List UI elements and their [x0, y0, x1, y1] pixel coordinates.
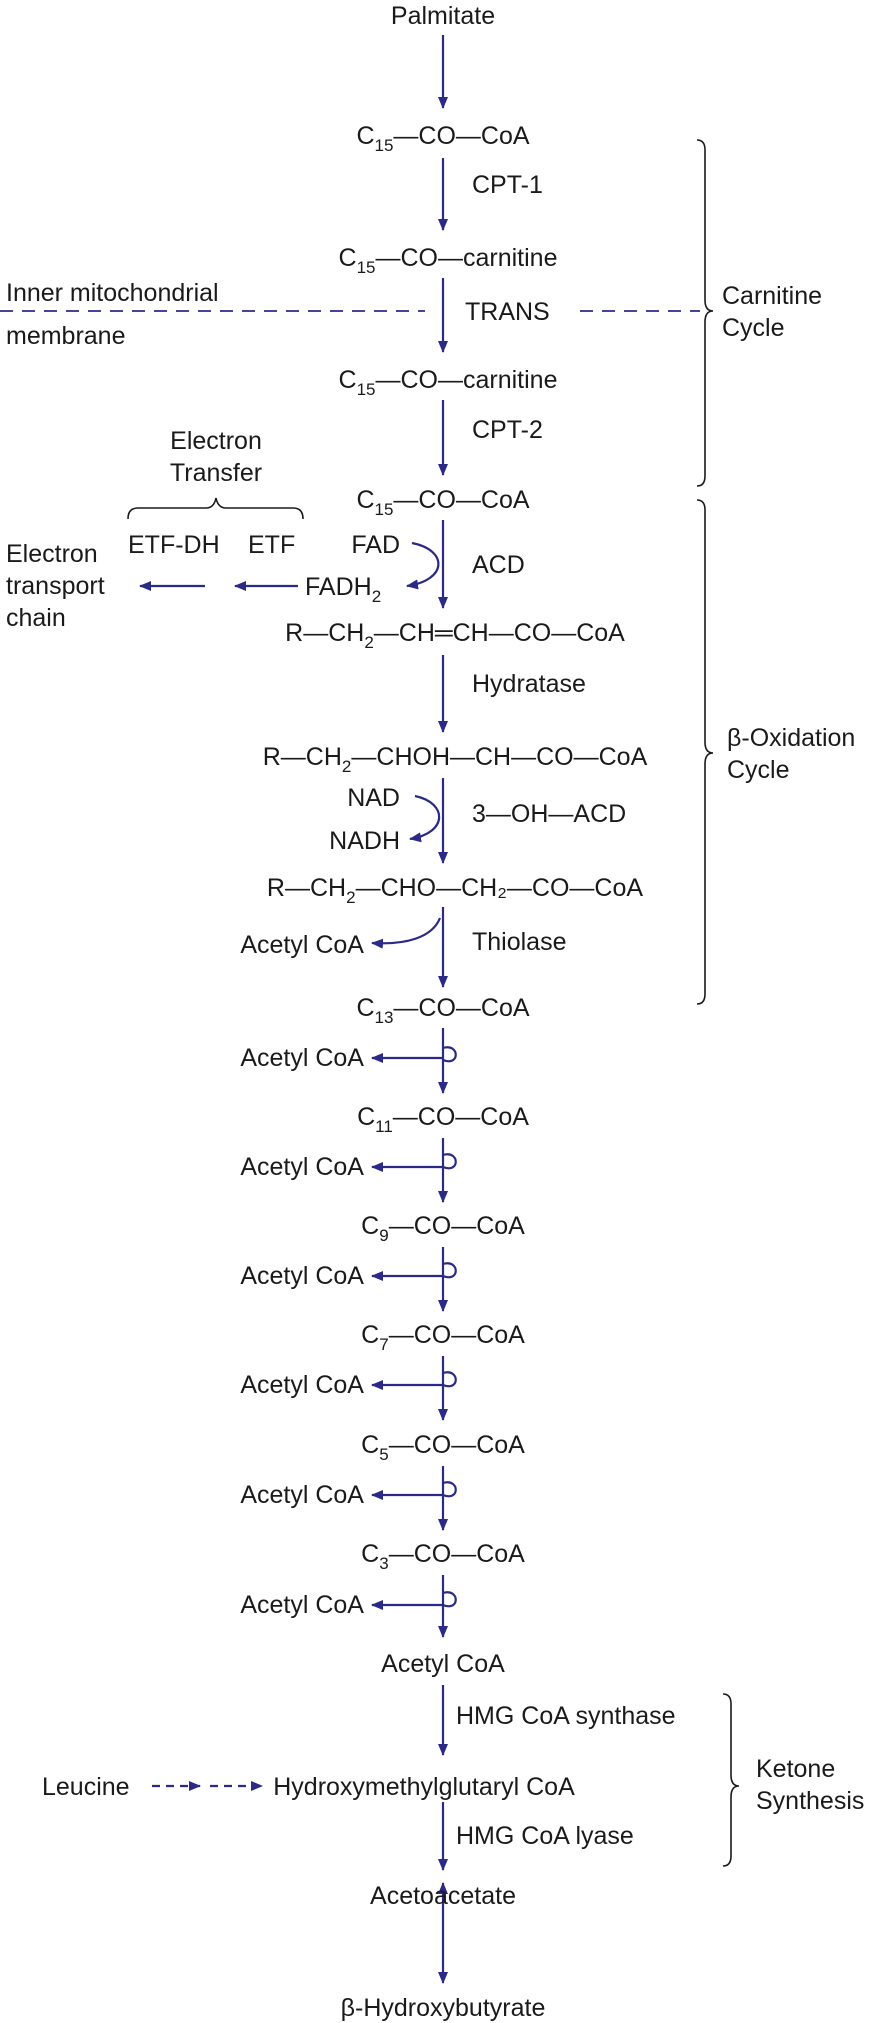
cofactor-nad: NAD — [347, 784, 400, 812]
arrow-fad-to-fadh2 — [406, 541, 440, 590]
cofactor-fad: FAD — [351, 531, 400, 559]
acetyl-coa-branch-5: Acetyl CoA — [240, 1371, 364, 1399]
compound-palmitate: Palmitate — [391, 2, 495, 30]
acetyl-coa-branch-2: Acetyl CoA — [240, 1044, 364, 1072]
spiral-c13 — [371, 1028, 457, 1094]
membrane-label-2: membrane — [6, 322, 126, 350]
spiral-c5 — [371, 1466, 457, 1531]
cofactor-fadh2: FADH2 — [305, 573, 381, 606]
cofactor-nadh: NADH — [329, 827, 400, 855]
acetyl-coa-branch-6: Acetyl CoA — [240, 1481, 364, 1509]
compound-enoyl-coa: R—CH2—CH═CH—CO—CoA — [285, 619, 625, 652]
compound-acetoacetate: Acetoacetate — [370, 1882, 516, 1910]
compound-c9-coa: C9—CO—CoA — [361, 1212, 525, 1245]
enzyme-3oh-acd: 3—OH—ACD — [472, 800, 626, 828]
beta-oxidation-bracket — [696, 499, 714, 1005]
leucine-label: Leucine — [42, 1773, 130, 1801]
enzyme-trans: TRANS — [465, 298, 550, 326]
compound-hmg-coa: Hydroxymethylglutaryl CoA — [273, 1773, 575, 1801]
compound-c11-coa: C11—CO—CoA — [357, 1103, 529, 1136]
compound-c7-coa: C7—CO—CoA — [361, 1321, 525, 1354]
compound-c5-coa: C5—CO—CoA — [361, 1431, 525, 1464]
compound-ketoacyl-coa: R—CH2—CHO—CH₂—CO—CoA — [267, 874, 643, 907]
compound-acetyl-coa-final: Acetyl CoA — [381, 1650, 505, 1678]
compound-c3-coa: C3—CO—CoA — [361, 1540, 525, 1573]
electron-transfer-title-1: Electron — [170, 427, 262, 455]
etf-dh-label: ETF-DH — [128, 531, 220, 559]
enzyme-acd: ACD — [472, 551, 525, 579]
electron-transfer-title-2: Transfer — [170, 459, 262, 487]
carnitine-cycle-label-1: Carnitine — [722, 282, 822, 310]
electron-transport-line-2: transport — [6, 572, 105, 600]
enzyme-hydratase: Hydratase — [472, 670, 586, 698]
electron-transfer-brace — [127, 497, 304, 520]
brackets — [127, 139, 740, 1867]
ketone-synthesis-bracket — [722, 1693, 740, 1867]
beta-oxidation-label-1: β-Oxidation — [727, 724, 855, 752]
ketone-synthesis-label-2: Synthesis — [756, 1787, 864, 1815]
spiral-c11 — [371, 1138, 457, 1203]
enzyme-hmg-synthase: HMG CoA synthase — [456, 1702, 676, 1730]
electron-transport-line-3: chain — [6, 604, 66, 632]
spiral-c9 — [371, 1247, 457, 1312]
spiral-c7 — [371, 1356, 457, 1421]
etf-label: ETF — [248, 531, 295, 559]
arrow-thiolase-acetyl-coa — [371, 917, 442, 949]
compound-c15-coa-2: C15—CO—CoA — [356, 486, 529, 519]
acetyl-coa-branch-4: Acetyl CoA — [240, 1262, 364, 1290]
compound-c15-carn-2: C15—CO—carnitine — [339, 366, 558, 399]
carnitine-cycle-bracket — [696, 139, 714, 487]
pathway-arrows — [139, 35, 457, 1984]
beta-oxidation-label-2: Cycle — [727, 756, 790, 784]
enzyme-hmg-lyase: HMG CoA lyase — [456, 1822, 634, 1850]
electron-transport-line-1: Electron — [6, 540, 98, 568]
enzyme-cpt1: CPT-1 — [472, 171, 543, 199]
compound-c15-coa-1: C15—CO—CoA — [356, 122, 529, 155]
membrane-label-1: Inner mitochondrial — [6, 279, 219, 307]
compound-c13-coa: C13—CO—CoA — [356, 994, 529, 1027]
carnitine-cycle-label-2: Cycle — [722, 314, 785, 342]
ketone-synthesis-label-1: Ketone — [756, 1755, 835, 1783]
acetyl-coa-branch-7: Acetyl CoA — [240, 1591, 364, 1619]
compound-c15-carn-1: C15—CO—carnitine — [339, 244, 558, 277]
compound-hydroxyacyl-coa: R—CH2—CHOH—CH—CO—CoA — [263, 743, 648, 776]
arrow-nad-to-nadh — [409, 794, 441, 843]
enzyme-cpt2: CPT-2 — [472, 416, 543, 444]
spiral-c3 — [371, 1575, 457, 1638]
enzyme-thiolase: Thiolase — [472, 928, 567, 956]
acetyl-coa-branch-3: Acetyl CoA — [240, 1153, 364, 1181]
acetyl-coa-branch-1: Acetyl CoA — [240, 931, 364, 959]
compound-beta-hydroxybutyrate: β-Hydroxybutyrate — [341, 1994, 546, 2022]
